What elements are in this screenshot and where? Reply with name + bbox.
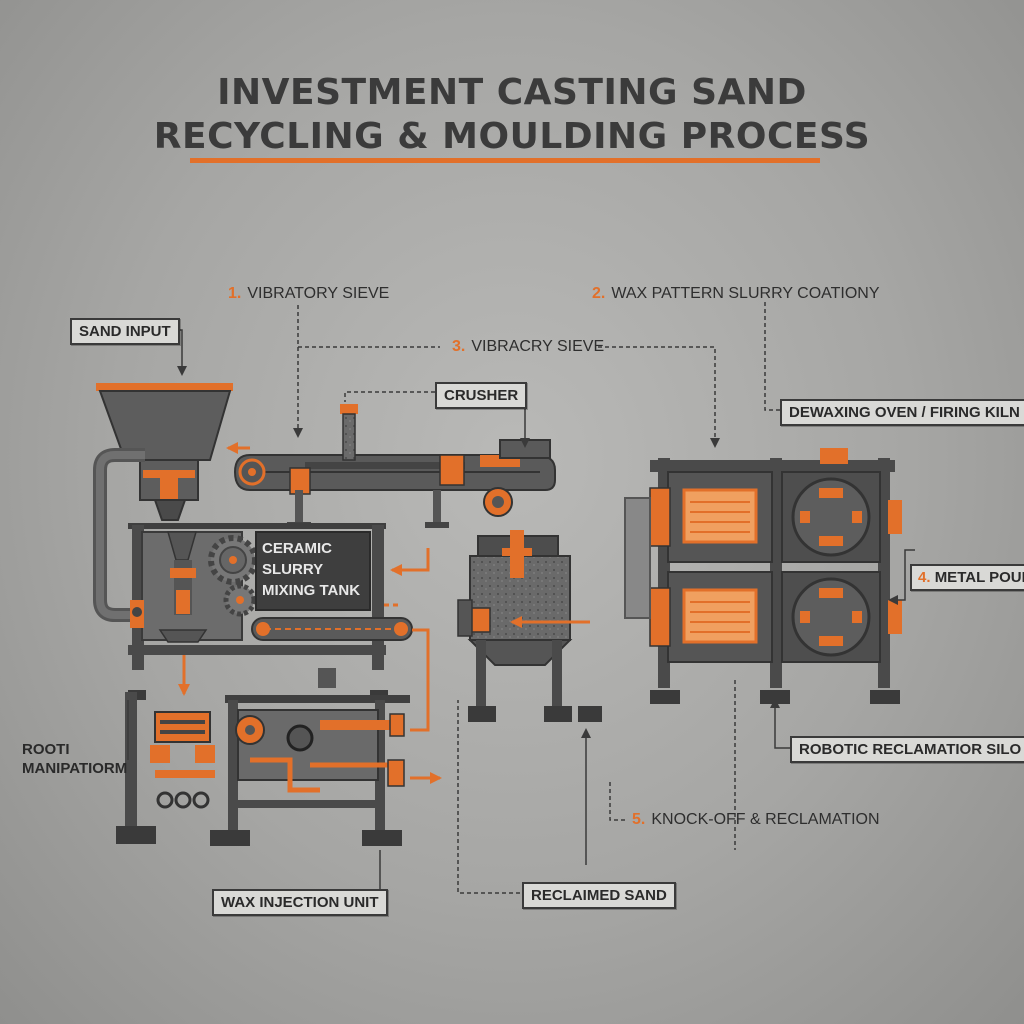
step-4-number: 4. — [918, 569, 931, 586]
step-1-text: VIBRATORY SIEVE — [247, 285, 390, 302]
tank-label-line-2: SLURRY — [262, 561, 324, 578]
step-2-label: 2. WAX PATTERN SLURRY COATIONY — [592, 285, 880, 303]
robot-manipulator — [116, 692, 215, 844]
title-line-1: INVESTMENT CASTING SAND — [217, 72, 807, 113]
crusher-machine — [457, 530, 602, 722]
robot-label-line-2: MANIPATIORM — [22, 760, 128, 777]
step-2-text: WAX PATTERN SLURRY COATIONY — [611, 285, 880, 302]
robot-manipulator-label: ROOTI MANIPATIORM — [22, 740, 127, 778]
title-line-2: RECYCLING & MOULDING PROCESS — [153, 116, 871, 157]
step-1-label: 1. VIBRATORY SIEVE — [228, 285, 389, 303]
step-5-number: 5. — [632, 811, 646, 828]
wax-injection-label: WAX INJECTION UNIT — [212, 889, 388, 916]
step-5-label: 5. KNOCK-OFF & RECLAMATION — [632, 811, 880, 829]
step-1-number: 1. — [228, 285, 242, 302]
vent — [318, 668, 336, 688]
slurry-tank-label: CERAMIC SLURRY MIXING TANK — [262, 538, 366, 601]
step-3-text: VIBRACRY SIEVE — [471, 338, 605, 355]
dewaxing-oven-label: DEWAXING OVEN / FIRING KILN — [780, 399, 1024, 426]
crusher-chute — [340, 404, 358, 461]
tank-label-line-3: MIXING TANK — [262, 582, 361, 599]
sand-hopper — [96, 383, 233, 521]
connectors — [127, 302, 915, 901]
gear-icon — [208, 535, 258, 617]
reclamation-silo-label: ROBOTIC RECLAMATIOR SILO — [790, 736, 1024, 763]
slurry-tank-frame — [128, 523, 386, 670]
flow-arrows — [178, 442, 590, 784]
step-3-number: 3. — [452, 338, 466, 355]
step-4-text: METAL POUR — [934, 569, 1024, 586]
crusher-label: CRUSHER — [435, 382, 528, 409]
belt-conveyor — [233, 439, 556, 528]
tank-label-line-1: CERAMIC — [262, 540, 332, 557]
step-3-label: 3. VIBRACRY SIEVE — [452, 338, 604, 356]
step-5-text: KNOCK-OFF & RECLAMATION — [651, 811, 880, 828]
step-4-label: 4. METAL POUR — [910, 564, 1024, 591]
tank-conveyor — [251, 617, 413, 641]
robot-label-line-1: ROOTI — [22, 741, 70, 758]
sand-input-label: SAND INPUT — [70, 318, 180, 345]
dewaxing-oven — [624, 448, 902, 704]
tank-panel — [255, 531, 371, 611]
title-underline — [190, 158, 820, 163]
step-2-number: 2. — [592, 285, 606, 302]
reclaimed-sand-label: RECLAIMED SAND — [522, 882, 676, 909]
wax-injection-unit — [210, 695, 410, 846]
